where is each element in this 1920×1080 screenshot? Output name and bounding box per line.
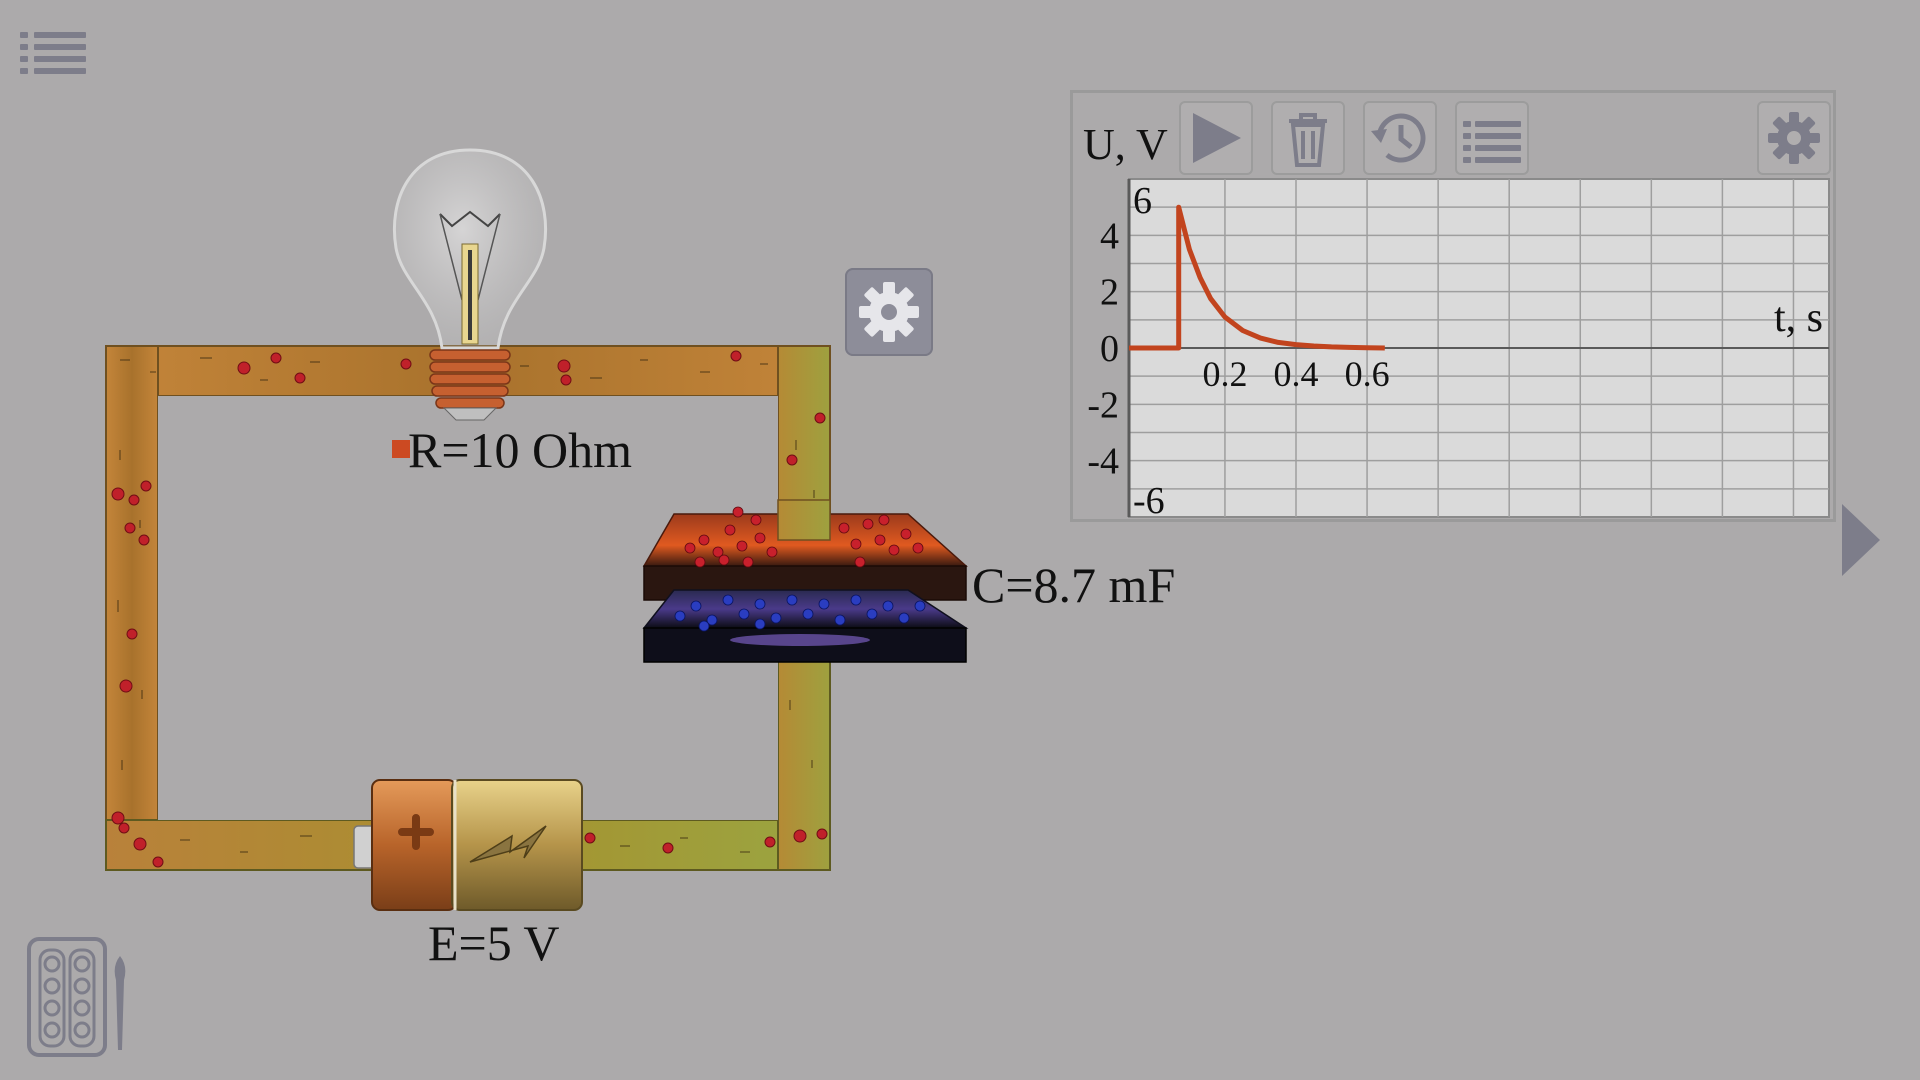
x-tick-label: 0.2 xyxy=(1202,354,1247,394)
palette-icon xyxy=(27,937,126,1057)
menu-button[interactable] xyxy=(18,24,92,78)
x-tick-label: 0.4 xyxy=(1274,354,1319,394)
list-icon xyxy=(20,32,86,74)
y-tick-label: 4 xyxy=(1100,215,1119,257)
theme-palette-button[interactable] xyxy=(26,936,136,1060)
y-tick-label: 0 xyxy=(1100,328,1119,370)
x-tick-label: 0.6 xyxy=(1345,354,1390,394)
graph-panel: U, V xyxy=(1070,90,1836,522)
gear-icon xyxy=(859,282,919,342)
y-tick-label: 2 xyxy=(1100,272,1119,314)
light-bulb xyxy=(392,148,548,421)
data-list-button[interactable] xyxy=(1455,101,1529,175)
clear-button[interactable] xyxy=(1271,101,1345,175)
resistor-handle[interactable] xyxy=(392,440,410,458)
play-button[interactable] xyxy=(1179,101,1253,175)
x-axis-title: t, s xyxy=(1774,295,1823,341)
next-panel-button[interactable] xyxy=(1838,500,1884,580)
history-icon xyxy=(1371,113,1426,163)
chevron-right-icon xyxy=(1842,504,1880,576)
play-icon xyxy=(1193,113,1241,163)
y-tick-label: 6 xyxy=(1133,180,1152,222)
history-button[interactable] xyxy=(1363,101,1437,175)
graph-settings-button[interactable] xyxy=(1757,101,1831,175)
y-axis-title: U, V xyxy=(1083,120,1168,169)
y-tick-label: -2 xyxy=(1087,384,1119,426)
circuit-settings-button[interactable] xyxy=(845,268,933,356)
capacitance-label[interactable]: C=8.7 mF xyxy=(972,557,1176,613)
battery xyxy=(353,779,583,911)
emf-label[interactable]: E=5 V xyxy=(428,915,560,971)
capacitor xyxy=(642,499,969,663)
y-tick-label: -6 xyxy=(1133,480,1165,519)
resistance-label[interactable]: R=10 Ohm xyxy=(408,422,633,478)
list-icon xyxy=(1463,121,1521,163)
voltage-series-line xyxy=(1129,204,1385,351)
y-tick-label: -4 xyxy=(1087,441,1119,483)
trash-icon xyxy=(1289,113,1327,167)
voltage-graph: 64 2 0 -2 -4 -6 0.2 0.4 0.6 t, s xyxy=(1087,178,1830,519)
gear-icon xyxy=(1768,112,1820,164)
